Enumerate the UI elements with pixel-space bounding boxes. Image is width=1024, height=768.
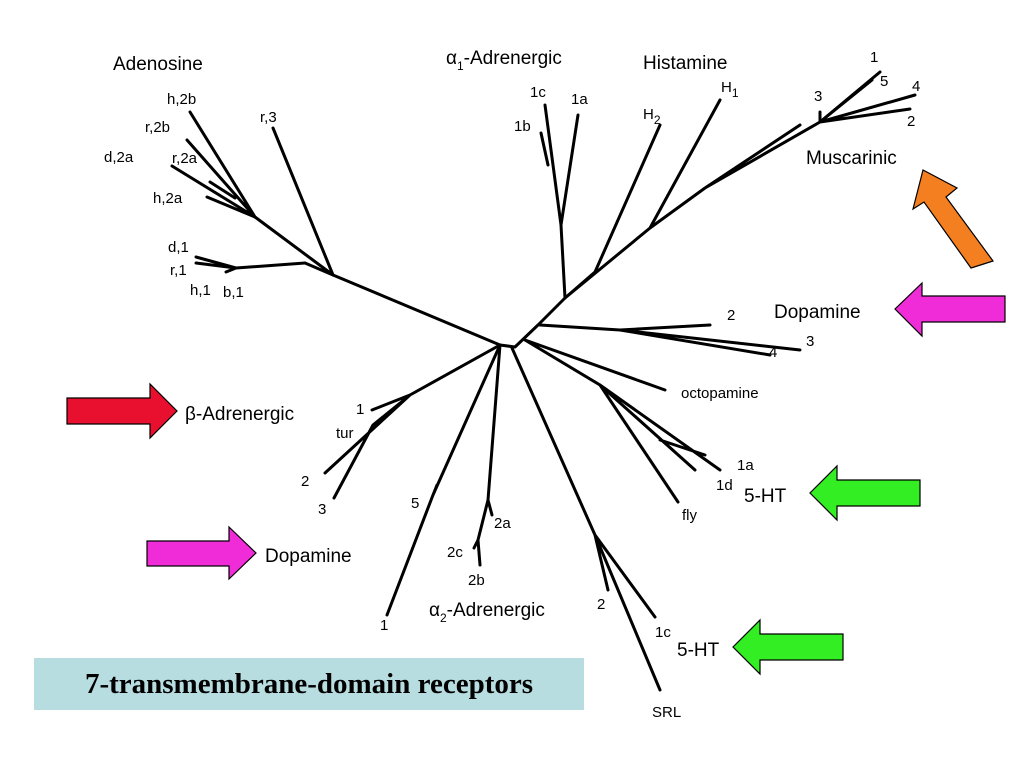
leaf-beta1: 1 bbox=[356, 401, 364, 418]
leaf-1d-ht: 1d bbox=[716, 477, 733, 494]
leaf-r2a: r,2a bbox=[172, 150, 198, 167]
leaf-b1: b,1 bbox=[223, 284, 244, 301]
leaf-m1: 1 bbox=[870, 49, 878, 66]
leaf-h1-histamine: H1 bbox=[721, 79, 739, 100]
leaf-d2a: d,2a bbox=[104, 149, 134, 166]
muscarinic-arrow bbox=[912, 169, 994, 269]
alpha1-adrenergic-label: α1-Adrenergic bbox=[446, 48, 562, 73]
leaf-d4: 4 bbox=[769, 344, 777, 361]
beta-adrenergic-label: β-Adrenergic bbox=[185, 404, 294, 425]
adenosine-branch bbox=[253, 126, 335, 277]
diagram-title: 7-transmembrane-domain receptors bbox=[34, 658, 584, 710]
root-branch bbox=[331, 273, 567, 349]
leaf-h2b: h,2b bbox=[167, 91, 196, 108]
dopamine-upper-arrow bbox=[894, 281, 1006, 338]
leaf-2c: 2c bbox=[447, 544, 463, 561]
leaf-2-ht: 2 bbox=[597, 596, 605, 613]
leaf-beta3: 3 bbox=[318, 501, 326, 518]
dopamine-d2-branches bbox=[538, 323, 802, 357]
dopamine-d1-label: Dopamine bbox=[265, 546, 352, 567]
leaf-octopamine: octopamine bbox=[681, 385, 759, 402]
leaf-m4: 4 bbox=[912, 78, 920, 95]
5ht-upper-arrow bbox=[809, 464, 921, 522]
group-labels: Adenosine α1-Adrenergic Histamine Muscar… bbox=[113, 48, 897, 661]
5ht-upper-label: 5-HT bbox=[744, 486, 787, 507]
leaf-tur: tur bbox=[336, 425, 354, 442]
leaf-m5: 5 bbox=[880, 73, 888, 90]
dopamine-lower-arrow bbox=[146, 525, 257, 581]
arrows bbox=[66, 169, 1006, 676]
histamine-muscarinic-branches bbox=[563, 70, 917, 300]
leaf-d1-dopamine: 1 bbox=[380, 617, 388, 634]
leaf-srl: SRL bbox=[652, 704, 681, 721]
dopamine-d2-label: Dopamine bbox=[774, 302, 861, 323]
leaf-d3: 3 bbox=[806, 333, 814, 350]
alpha2-branches bbox=[472, 343, 502, 567]
alpha1-branches bbox=[539, 103, 580, 300]
leaf-r1: r,1 bbox=[170, 262, 187, 279]
adenosine-a2-branches bbox=[170, 110, 257, 219]
beta-branches bbox=[323, 343, 502, 500]
leaf-labels: h,2b r,2b d,2a r,2a h,2a r,3 d,1 r,1 h,1… bbox=[104, 49, 920, 721]
leaf-r3: r,3 bbox=[260, 109, 277, 126]
leaf-d5: 5 bbox=[411, 495, 419, 512]
ht-srl-branches bbox=[510, 346, 662, 692]
leaf-1a-ht: 1a bbox=[737, 457, 754, 474]
leaf-beta2: 2 bbox=[301, 473, 309, 490]
leaf-d1: d,1 bbox=[168, 239, 189, 256]
leaf-m2: 2 bbox=[907, 113, 915, 130]
leaf-1b-alpha1: 1b bbox=[514, 118, 531, 135]
leaf-fly: fly bbox=[682, 507, 698, 524]
adenosine-label: Adenosine bbox=[113, 54, 203, 75]
histamine-label: Histamine bbox=[643, 53, 727, 74]
tree-branches bbox=[170, 70, 917, 692]
octopamine-ht-branches bbox=[523, 338, 722, 504]
5ht-lower-arrow bbox=[732, 618, 844, 676]
leaf-r2b: r,2b bbox=[145, 119, 170, 136]
leaf-2a: 2a bbox=[494, 515, 511, 532]
dopamine-d1-branches bbox=[385, 343, 502, 617]
beta-adrenergic-arrow bbox=[66, 382, 178, 440]
leaf-h2a: h,2a bbox=[153, 190, 183, 207]
5ht-lower-label: 5-HT bbox=[677, 640, 720, 661]
leaf-h2-histamine: H2 bbox=[643, 106, 661, 127]
leaf-h1: h,1 bbox=[190, 282, 211, 299]
adenosine-a1-branches bbox=[194, 255, 307, 274]
leaf-1a-alpha1: 1a bbox=[571, 91, 588, 108]
leaf-1c-alpha1: 1c bbox=[530, 84, 546, 101]
leaf-2b: 2b bbox=[468, 572, 485, 589]
leaf-d2: 2 bbox=[727, 307, 735, 324]
leaf-1c-ht: 1c bbox=[655, 624, 671, 641]
alpha2-adrenergic-label: α2-Adrenergic bbox=[429, 600, 545, 625]
muscarinic-label: Muscarinic bbox=[806, 148, 897, 169]
leaf-m3: 3 bbox=[814, 88, 822, 105]
